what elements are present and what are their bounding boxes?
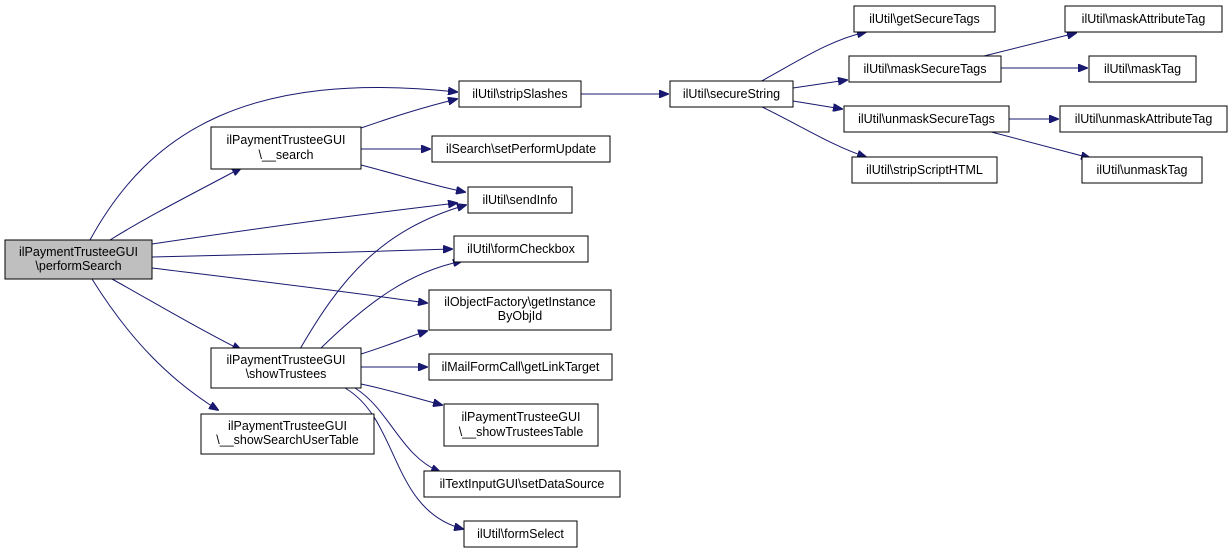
edges: [89, 32, 1090, 529]
node-label-line: \__showSearchUserTable: [216, 433, 358, 447]
edge-showTrustees-setDataSource: [354, 387, 440, 472]
edge-performSearch-showTrustees: [111, 278, 241, 350]
edge-showTrustees-showTrusteesTable: [360, 383, 442, 405]
edge-performSearch-getInstance: [151, 267, 427, 303]
node-label-line: ilUtil\maskTag: [1104, 62, 1181, 76]
node-label-line: ilPaymentTrusteeGUI: [228, 419, 347, 433]
node-label-line: ilSearch\setPerformUpdate: [446, 142, 596, 156]
node-label-line: ilUtil\formSelect: [477, 527, 564, 541]
edge-search-stripSlashes: [360, 99, 457, 129]
edge-secureString-unmaskSecureTags: [792, 100, 842, 109]
node-showTrustees[interactable]: ilPaymentTrusteeGUI \showTrustees: [210, 347, 362, 389]
node-label-line: ilUtil\formCheckbox: [467, 242, 575, 256]
node-stripScriptHTML[interactable]: ilUtil\stripScriptHTML: [851, 156, 998, 184]
edge-performSearch-stripSlashes: [89, 86, 457, 241]
edge-performSearch-showSearchUserTable: [91, 278, 218, 410]
node-stripSlashes[interactable]: ilUtil\stripSlashes: [458, 80, 582, 108]
edge-secureString-getSecureTags: [757, 32, 866, 84]
node-maskAttributeTag[interactable]: ilUtil\maskAttributeTag: [1064, 5, 1223, 33]
node-secureString[interactable]: ilUtil\secureString: [669, 80, 794, 108]
edge-maskSecureTags-maskAttributeTag: [979, 33, 1076, 58]
node-label-line: ilUtil\stripScriptHTML: [866, 163, 983, 177]
node-getSecureTags[interactable]: ilUtil\getSecureTags: [853, 5, 996, 33]
node-label-line: ilUtil\unmaskTag: [1096, 163, 1187, 177]
node-setPerformUpdate[interactable]: ilSearch\setPerformUpdate: [431, 135, 611, 163]
node-label-line: ilUtil\stripSlashes: [472, 87, 567, 101]
node-label-line: ilUtil\unmaskAttributeTag: [1075, 112, 1213, 126]
node-label-line: \__showTrusteesTable: [459, 425, 584, 439]
node-label-line: ilUtil\sendInfo: [482, 193, 557, 207]
node-showSearchUserTable[interactable]: ilPaymentTrusteeGUI \__showSearchUserTab…: [200, 413, 375, 455]
node-search[interactable]: ilPaymentTrusteeGUI \__search: [210, 126, 362, 170]
node-label-line: ilUtil\maskSecureTags: [864, 62, 987, 76]
node-label-line: ilTextInputGUI\setDataSource: [440, 477, 605, 491]
edge-secureString-maskSecureTags: [792, 80, 847, 89]
node-label-line: ilPaymentTrusteeGUI: [461, 410, 580, 424]
node-label-line: ilObjectFactory\getInstance: [444, 295, 596, 309]
node-label-line: ilPaymentTrusteeGUI: [226, 133, 345, 147]
node-label-line: ByObjId: [498, 309, 543, 323]
edge-secureString-stripScriptHTML: [757, 104, 866, 157]
node-label-line: ilUtil\unmaskSecureTags: [858, 112, 995, 126]
edge-performSearch-search: [109, 168, 241, 241]
node-maskSecureTags[interactable]: ilUtil\maskSecureTags: [848, 55, 1002, 83]
node-label-line: \__search: [259, 148, 314, 162]
node-label-line: ilMailFormCall\getLinkTarget: [442, 360, 600, 374]
edge-showTrustees-formCheckbox: [319, 261, 462, 350]
node-label-line: \performSearch: [35, 259, 121, 273]
node-label-line: ilUtil\secureString: [683, 87, 780, 101]
node-formCheckbox[interactable]: ilUtil\formCheckbox: [453, 235, 589, 263]
node-label-line: ilUtil\maskAttributeTag: [1082, 12, 1206, 26]
node-formSelect[interactable]: ilUtil\formSelect: [463, 520, 578, 548]
edge-showTrustees-formSelect: [344, 387, 463, 529]
edge-unmaskSecureTags-unmaskTag: [979, 128, 1090, 158]
node-unmaskSecureTags[interactable]: ilUtil\unmaskSecureTags: [843, 105, 1010, 133]
node-sendInfo[interactable]: ilUtil\sendInfo: [467, 186, 573, 214]
edge-performSearch-formCheckbox: [151, 249, 452, 258]
edge-performSearch-sendInfo: [151, 203, 457, 245]
node-getInstanceByObjId[interactable]: ilObjectFactory\getInstance ByObjId: [428, 289, 612, 331]
node-performSearch[interactable]: ilPaymentTrusteeGUI \performSearch: [4, 239, 153, 280]
node-label-line: ilUtil\getSecureTags: [869, 12, 979, 26]
edge-showTrustees-getInstance: [360, 331, 427, 355]
node-label-line: ilPaymentTrusteeGUI: [226, 353, 345, 367]
node-unmaskAttributeTag[interactable]: ilUtil\unmaskAttributeTag: [1059, 105, 1228, 133]
edge-search-sendInfo: [360, 164, 465, 192]
nodes: ilPaymentTrusteeGUI \performSearch ilPay…: [4, 5, 1228, 548]
edge-showTrustees-sendInfo: [299, 205, 466, 350]
node-maskTag[interactable]: ilUtil\maskTag: [1088, 55, 1197, 83]
node-unmaskTag[interactable]: ilUtil\unmaskTag: [1081, 156, 1203, 184]
node-getLinkTarget[interactable]: ilMailFormCall\getLinkTarget: [428, 353, 613, 381]
node-label-line: ilPaymentTrusteeGUI: [19, 245, 138, 259]
node-setDataSource[interactable]: ilTextInputGUI\setDataSource: [423, 470, 621, 498]
node-label-line: \showTrustees: [246, 367, 327, 381]
node-showTrusteesTable[interactable]: ilPaymentTrusteeGUI \__showTrusteesTable: [443, 403, 599, 447]
